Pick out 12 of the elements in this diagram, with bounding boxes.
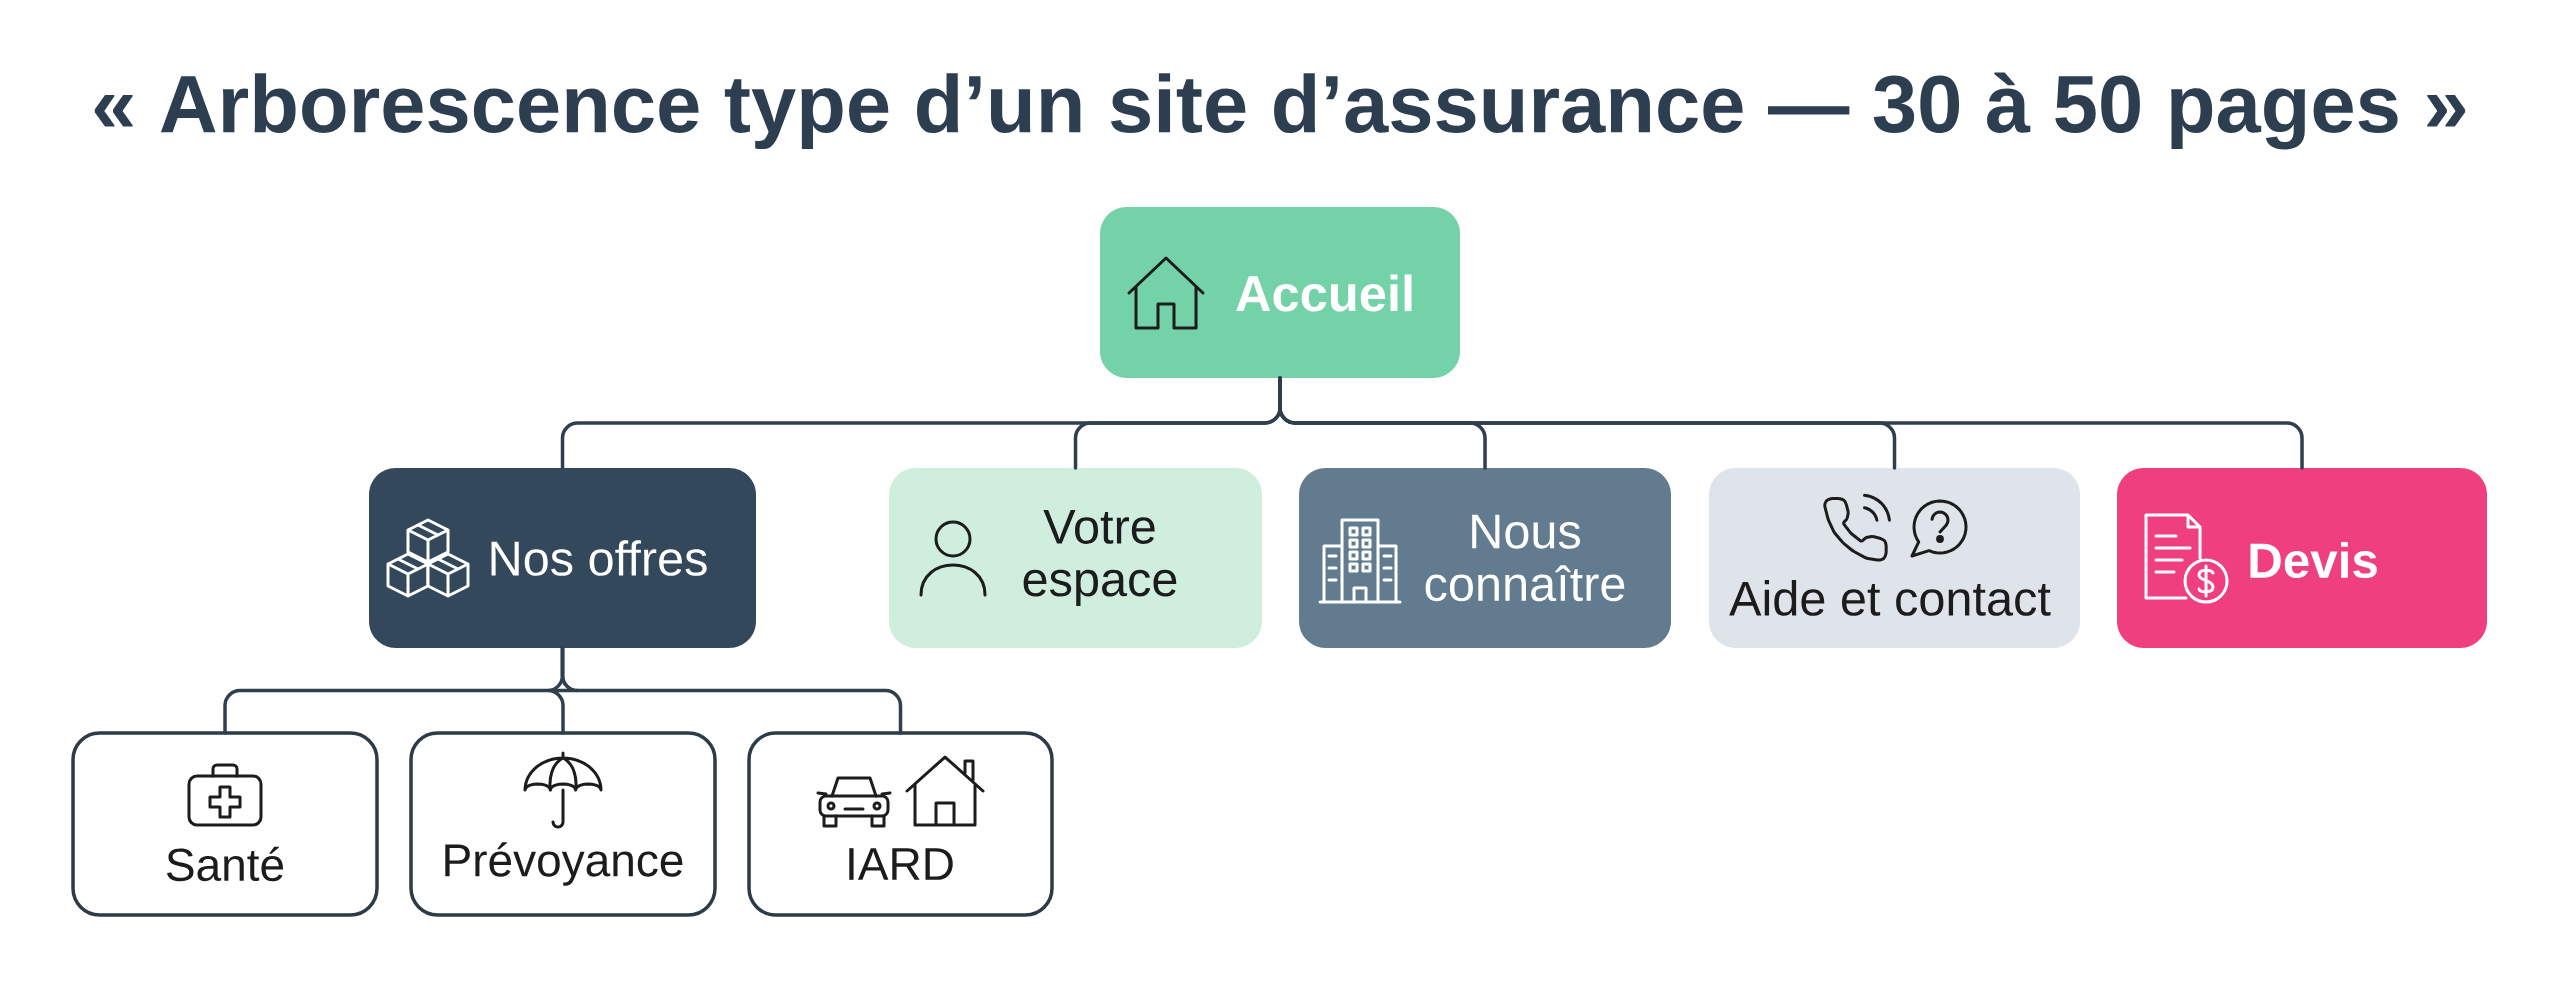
page-box: Aide et contact — [1709, 468, 2080, 648]
page-box: Nous connaître — [1299, 468, 1671, 648]
connector-line — [560, 646, 903, 735]
page-box: Accueil — [1100, 207, 1460, 378]
page-box: Nos offres — [369, 468, 756, 648]
page-box: Votre espace — [889, 468, 1262, 648]
connector-line — [1278, 376, 2304, 470]
page-box: Devis — [2117, 468, 2487, 648]
page-box: Santé — [71, 731, 379, 917]
page-box: Prévoyance — [409, 731, 717, 917]
title: « Arborescence type d’un site d’assurance — 30 à 50 pages » — [94, 72, 2466, 150]
page-box: IARD — [747, 731, 1054, 917]
